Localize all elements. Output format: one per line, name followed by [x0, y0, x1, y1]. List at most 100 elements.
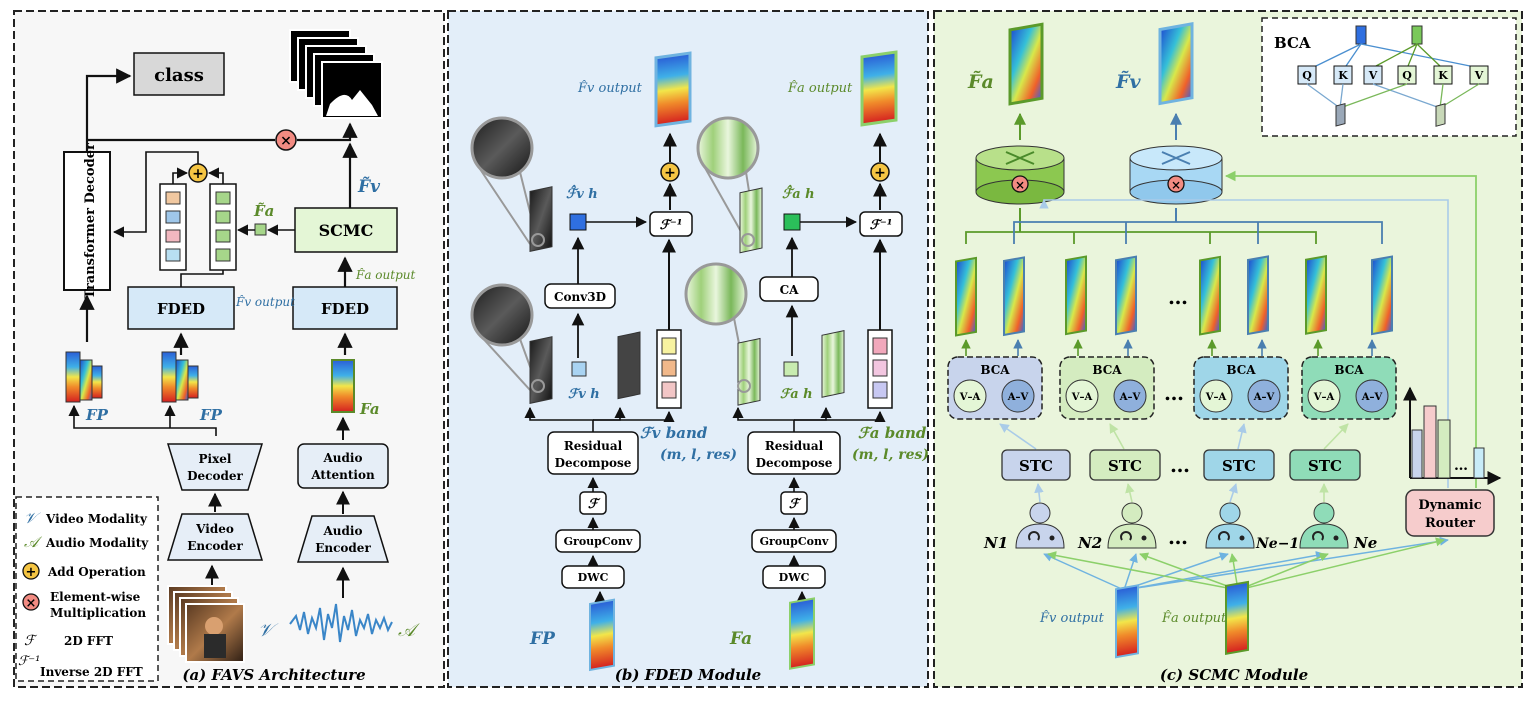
fft-label-v: ℱ	[588, 497, 601, 512]
residual-v-l1: Residual	[564, 439, 623, 453]
stc-label-4: STC	[1308, 457, 1342, 475]
green-feature-a-top	[739, 187, 763, 254]
fh-v-token	[571, 361, 587, 377]
groupconv-label-a: GroupConv	[760, 535, 829, 548]
bca-block-1-av: A–V	[1007, 392, 1029, 403]
bca-block-3-av: A–V	[1253, 392, 1275, 403]
scmc-input-a-label: F̂a output	[1161, 610, 1227, 626]
legend-multiply-icon	[22, 593, 40, 611]
bca-block-3-title: BCA	[1226, 363, 1256, 377]
inv-fft-label-v: ℱ⁻¹	[660, 218, 683, 233]
bca-block-4: BCA V–A A–V	[1301, 356, 1397, 420]
caption-c: (c) SCMC Module	[1160, 666, 1308, 684]
legend-text-2: Add Operation	[47, 565, 146, 579]
scmc-box-a	[294, 207, 398, 253]
expert-3-icon	[1205, 502, 1255, 549]
fh-hat-v-token	[569, 213, 587, 231]
stc-box-2	[1089, 449, 1161, 481]
expert-2-label: N2	[1077, 534, 1102, 552]
dark-feature-v-top	[529, 186, 553, 252]
router-label-2: Router	[1425, 516, 1475, 531]
zoom-lens-a-top	[696, 116, 760, 180]
fv-tilde-label-a: F̃v	[357, 177, 381, 197]
audio-waveform	[289, 603, 393, 643]
ca-label: CA	[780, 283, 800, 297]
bca-block-3: BCA V–A A–V	[1193, 356, 1289, 420]
fa-plain-label: Fa	[359, 400, 380, 418]
bca-k1-text: K	[1338, 69, 1348, 82]
fh-hat-a-token	[783, 213, 801, 231]
inv-fft-label-a: ℱ⁻¹	[870, 218, 893, 233]
feature-pair-2	[1065, 255, 1137, 336]
legend-text-5: Inverse 2D FFT	[40, 665, 143, 679]
transformer-decoder-box	[63, 151, 111, 291]
video-frames	[167, 585, 245, 663]
expert-1-icon	[1015, 502, 1065, 549]
fded-out-v-map	[654, 51, 692, 128]
input-routing-lines	[1043, 536, 1449, 591]
video-encoder-shape	[166, 513, 264, 561]
fh-hat-a-label: ℱ̂a h	[782, 185, 815, 202]
bca-block-4-va: V–A	[1313, 392, 1335, 403]
expert-1-label: N1	[983, 534, 1008, 552]
feature-pair-1	[955, 256, 1025, 337]
bca-block-1-title: BCA	[980, 363, 1010, 377]
scmc-input-v-map	[1115, 584, 1139, 659]
multiply-op-c-v	[1167, 175, 1185, 193]
fded-out-a-map	[860, 50, 898, 127]
scmc-input-a-map	[1225, 580, 1249, 655]
router-cylinder-v	[1129, 145, 1223, 205]
fft-label-a: ℱ	[789, 497, 802, 512]
bca-block-3-va: V–A	[1205, 392, 1227, 403]
legend-box	[15, 496, 159, 682]
spectro-feature	[821, 329, 845, 398]
fh-a-label: ℱa h	[780, 387, 813, 402]
expert-4-label: Ne	[1353, 534, 1377, 552]
mask-stack	[289, 29, 383, 119]
mlres-a-label: (m, l, res)	[852, 447, 929, 463]
caption-a: (a) FAVS Architecture	[182, 666, 365, 684]
fp-stack-2	[161, 351, 199, 403]
audio-feature-map-a	[331, 359, 355, 413]
multiply-op-a	[275, 129, 297, 151]
fp-label-2: FP	[199, 406, 223, 424]
conv3d-label: Conv3D	[554, 290, 606, 304]
residual-v-l2: Decompose	[555, 456, 632, 470]
bca-detail-title: BCA	[1274, 34, 1311, 52]
fded-input-v-map	[589, 598, 615, 672]
fded-out-a-label: F̂a output	[787, 80, 853, 96]
portrait-feature	[617, 331, 641, 400]
add-op-b-v	[660, 162, 680, 182]
bca-block-4-av: A–V	[1361, 392, 1383, 403]
legend-text-3b: Multiplication	[50, 606, 146, 620]
audio-encoder-l2: Encoder	[315, 541, 371, 555]
bca-block-2-title: BCA	[1092, 363, 1122, 377]
svg-text:×: ×	[1171, 178, 1181, 192]
audio-encoder-shape	[296, 515, 390, 563]
legend-text-3: Element-wise	[50, 590, 141, 604]
video-encoder-l1: Video	[195, 522, 234, 536]
fh-hat-v-label: ℱ̂v h	[566, 185, 598, 202]
bca-block-4-title: BCA	[1334, 363, 1364, 377]
class-label: class	[154, 65, 204, 86]
svg-text:×: ×	[26, 596, 37, 611]
audio-attention-l2: Attention	[310, 468, 375, 482]
scmc-input-v-label: F̂v output	[1039, 610, 1105, 626]
router-cylinder-a	[975, 145, 1065, 205]
ellipsis-experts: …	[1168, 525, 1188, 549]
dwc-label-v: DWC	[578, 571, 609, 584]
router-label-1: Dynamic	[1418, 498, 1481, 513]
bca-block-2-av: A–V	[1119, 392, 1141, 403]
fband-a-label: ℱa band	[858, 424, 927, 442]
legend-text-1: Audio Modality	[45, 536, 149, 550]
fded-input-a-label: Fa	[729, 629, 752, 649]
panel-b-frame	[447, 10, 929, 688]
bca-block-2-va: V–A	[1071, 392, 1093, 403]
green-feature-a-bot	[737, 337, 761, 406]
fded-label-v: FDED	[157, 300, 205, 318]
ellipsis-stc: …	[1170, 453, 1190, 477]
dwc-label-a: DWC	[779, 571, 810, 584]
svg-text:+: +	[26, 565, 37, 580]
conv3d-box	[544, 283, 616, 309]
zoom-lens-a-bot	[684, 262, 748, 326]
